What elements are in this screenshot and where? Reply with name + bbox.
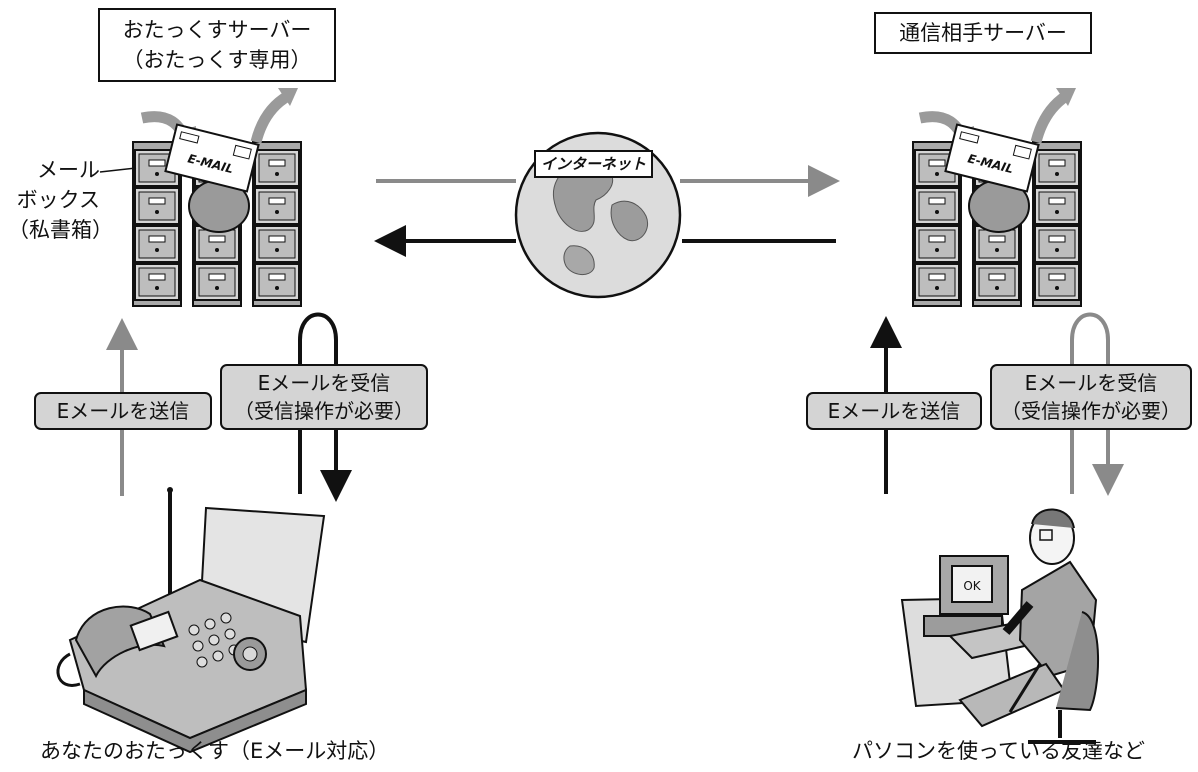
mailbox-pointer-line (99, 167, 137, 173)
right-email-envelope-icon: E-MAIL (944, 123, 1040, 193)
outgoing-swoosh-head (278, 88, 298, 106)
left-server-title-line2: （おたっくす専用） (122, 48, 312, 72)
left-server-title-line1: おたっくすサーバー (122, 18, 312, 42)
mailbox-label: メール ボックス （私書箱） (8, 155, 113, 245)
right-send-label-text: Eメールを送信 (827, 399, 961, 423)
monitor-text: OK (963, 579, 981, 593)
mailbox-label-line2: ボックス (16, 188, 100, 212)
right-outgoing-swoosh-head (1056, 88, 1076, 106)
right-receive-loop-arrow (1070, 312, 1124, 496)
left-send-label: Eメールを送信 (34, 392, 212, 430)
bottom-left-caption: あなたのおたっくす（Eメール対応） (40, 739, 390, 763)
right-outgoing-swoosh-arrow (1030, 91, 1070, 144)
right-server-title-box: 通信相手サーバー (874, 12, 1092, 54)
mailbox-label-line3: （私書箱） (8, 218, 113, 242)
email-envelope-icon: E-MAIL (164, 123, 260, 193)
left-send-label-text: Eメールを送信 (56, 399, 190, 423)
right-server-title: 通信相手サーバー (899, 21, 1067, 45)
person-at-computer-icon: OK (900, 508, 1100, 744)
right-receive-line1: Eメールを受信 (1024, 371, 1158, 395)
bottom-right-caption: パソコンを使っている友達など (852, 739, 1145, 763)
left-receive-line2: （受信操作が必要） (234, 399, 414, 423)
left-receive-loop-arrow (298, 312, 352, 502)
fax-machine-icon (56, 487, 326, 754)
right-receive-line2: （受信操作が必要） (1001, 399, 1181, 423)
right-receive-label: Eメールを受信 （受信操作が必要） (990, 364, 1192, 430)
internet-label: インターネット (534, 150, 654, 178)
left-receive-line1: Eメールを受信 (257, 371, 391, 395)
outgoing-swoosh-arrow (250, 91, 291, 144)
left-server-title-box: おたっくすサーバー （おたっくす専用） (98, 8, 336, 82)
mailbox-label-line1: メール (37, 158, 100, 182)
right-send-label: Eメールを送信 (806, 392, 982, 430)
left-receive-label: Eメールを受信 （受信操作が必要） (220, 364, 428, 430)
